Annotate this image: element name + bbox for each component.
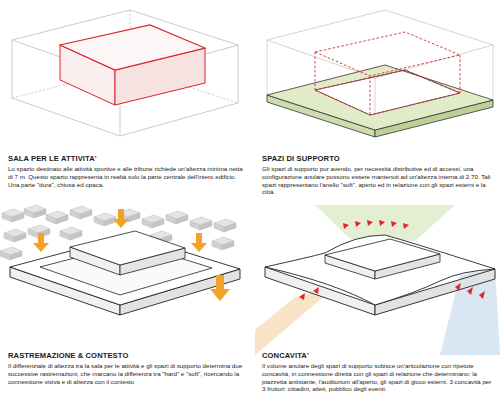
panel-text: Gli spazi di supporto pur avendo, per ne… (262, 165, 496, 196)
hall-volume-drawing (12, 10, 238, 136)
panel-heading: SALA PER LE ATTIVITA' (8, 155, 244, 163)
panel-heading: RASTREMAZIONE & CONTESTO (8, 352, 244, 360)
panel-heading: CONCAVITA' (262, 352, 496, 360)
panel-heading: SPAZI DI SUPPORTO (262, 155, 496, 163)
concavity-drawing (255, 205, 500, 355)
panel-text: Lo spazio destinato alle attività sporti… (8, 165, 244, 188)
panel-text: Il volume anulare degli spazi di support… (262, 362, 496, 393)
panel-text: Il differenziale di altezza tra la sala … (8, 362, 244, 385)
tapering-context-drawing (0, 205, 240, 315)
support-ring-drawing (267, 10, 493, 137)
